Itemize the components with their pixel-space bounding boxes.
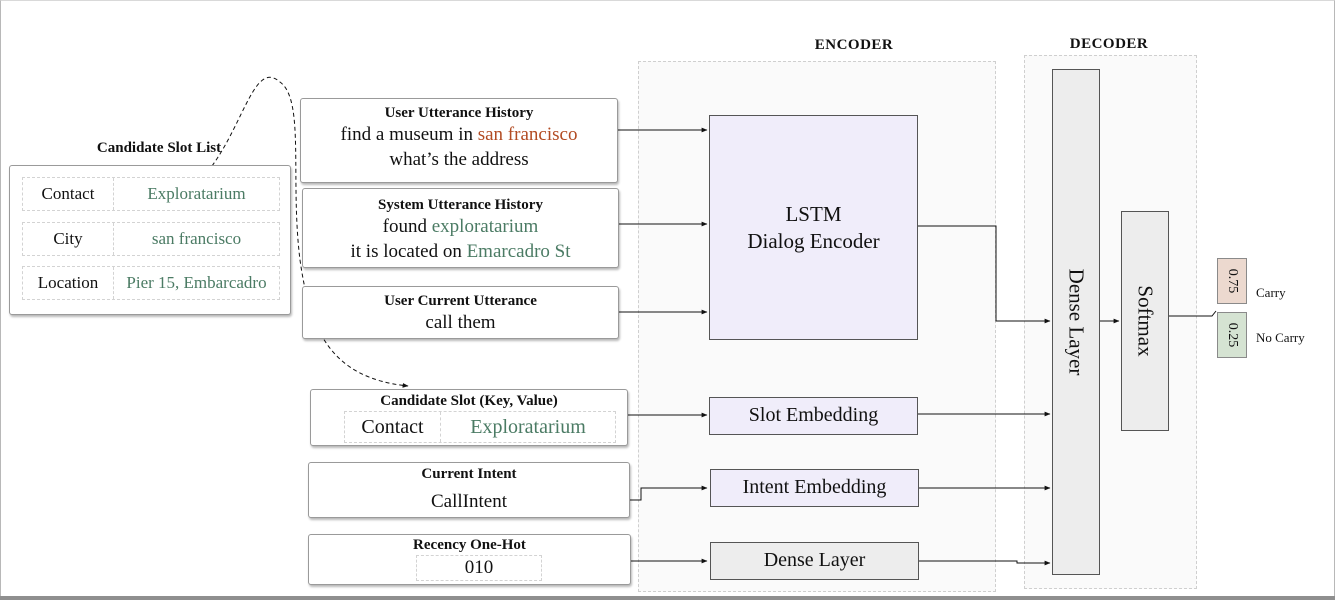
slot-key: City <box>23 223 114 255</box>
highlighted-slot-value: san francisco <box>477 124 578 145</box>
softmax-label: Softmax <box>1133 285 1158 357</box>
slot-key: Contact <box>23 178 114 210</box>
slot-embedding-box: Slot Embedding <box>709 397 918 435</box>
intent-value: CallIntent <box>431 491 507 512</box>
card-title: Current Intent <box>421 466 517 482</box>
user-utterance-history-card: User Utterance History find a museum in … <box>300 98 618 183</box>
lstm-sublabel: Dialog Encoder <box>747 229 880 253</box>
candidate-slot-list: Contact Exploratarium City san francisco… <box>9 165 291 315</box>
decoder-dense-layer: Dense Layer <box>1052 69 1100 575</box>
card-title: Candidate Slot (Key, Value) <box>380 393 558 409</box>
utterance-line: call them <box>425 312 496 333</box>
slot-value: Exploratarium <box>147 184 246 203</box>
card-title: User Utterance History <box>384 105 534 121</box>
softmax-layer: Softmax <box>1121 211 1169 431</box>
candidate-slot-list-title: Candidate Slot List <box>96 140 222 156</box>
arrow-softmax-to-output <box>1168 310 1217 317</box>
arrow-lstm-to-decoder-dense <box>917 225 1051 324</box>
user-current-utterance-card: User Current Utterance call them <box>302 286 619 339</box>
utterance-line: it is located on Emarcadro St <box>350 241 571 262</box>
encoder-title: ENCODER <box>814 37 894 53</box>
slot-row-contact: Contact Exploratarium <box>22 177 280 211</box>
decoder-title: DECODER <box>1069 36 1149 52</box>
arrow-encoder-dense-to-decoder-dense <box>917 560 1051 566</box>
bottom-border <box>0 596 1335 600</box>
slot-row-location: Location Pier 15, Embarcadro <box>22 266 280 300</box>
recency-value: 010 <box>416 555 542 581</box>
highlighted-slot-value: Emarcadro St <box>466 241 571 262</box>
candidate-slot-card: Candidate Slot (Key, Value) Contact Expl… <box>310 389 628 446</box>
slot-value: Pier 15, Embarcadro <box>126 273 267 292</box>
slot-value: Exploratarium <box>470 416 586 438</box>
arrow-intent-to-intent-embedding <box>629 485 708 501</box>
card-title: System Utterance History <box>378 197 543 213</box>
recency-one-hot-card: Recency One-Hot 010 <box>308 534 631 585</box>
carry-probability: 0.75 <box>1217 258 1247 304</box>
slot-value: san francisco <box>151 229 242 248</box>
no-carry-label: No Carry <box>1256 330 1305 345</box>
system-utterance-history-card: System Utterance History found explorata… <box>302 188 619 268</box>
encoder-dense-layer-box: Dense Layer <box>710 542 919 580</box>
lstm-label: LSTM <box>785 202 842 226</box>
card-title: User Current Utterance <box>384 293 537 309</box>
card-title: Recency One-Hot <box>413 537 526 553</box>
decoder-dense-label: Dense Layer <box>1064 268 1089 376</box>
current-intent-card: Current Intent CallIntent <box>308 462 630 518</box>
utterance-line: found exploratarium <box>382 216 539 237</box>
lstm-dialog-encoder: LSTM Dialog Encoder <box>709 115 918 340</box>
highlighted-slot-value: exploratarium <box>431 216 539 237</box>
intent-embedding-box: Intent Embedding <box>710 469 919 507</box>
slot-key: Contact <box>345 412 441 442</box>
slot-key: Location <box>23 267 114 299</box>
utterance-line: what’s the address <box>389 149 529 170</box>
dashed-slot-selection-arrow <box>211 76 409 388</box>
carry-label: Carry <box>1256 285 1286 300</box>
no-carry-probability: 0.25 <box>1217 312 1247 358</box>
utterance-line: find a museum in san francisco <box>340 124 578 145</box>
slot-row-city: City san francisco <box>22 222 280 256</box>
candidate-slot-pair: Contact Exploratarium <box>344 411 616 443</box>
